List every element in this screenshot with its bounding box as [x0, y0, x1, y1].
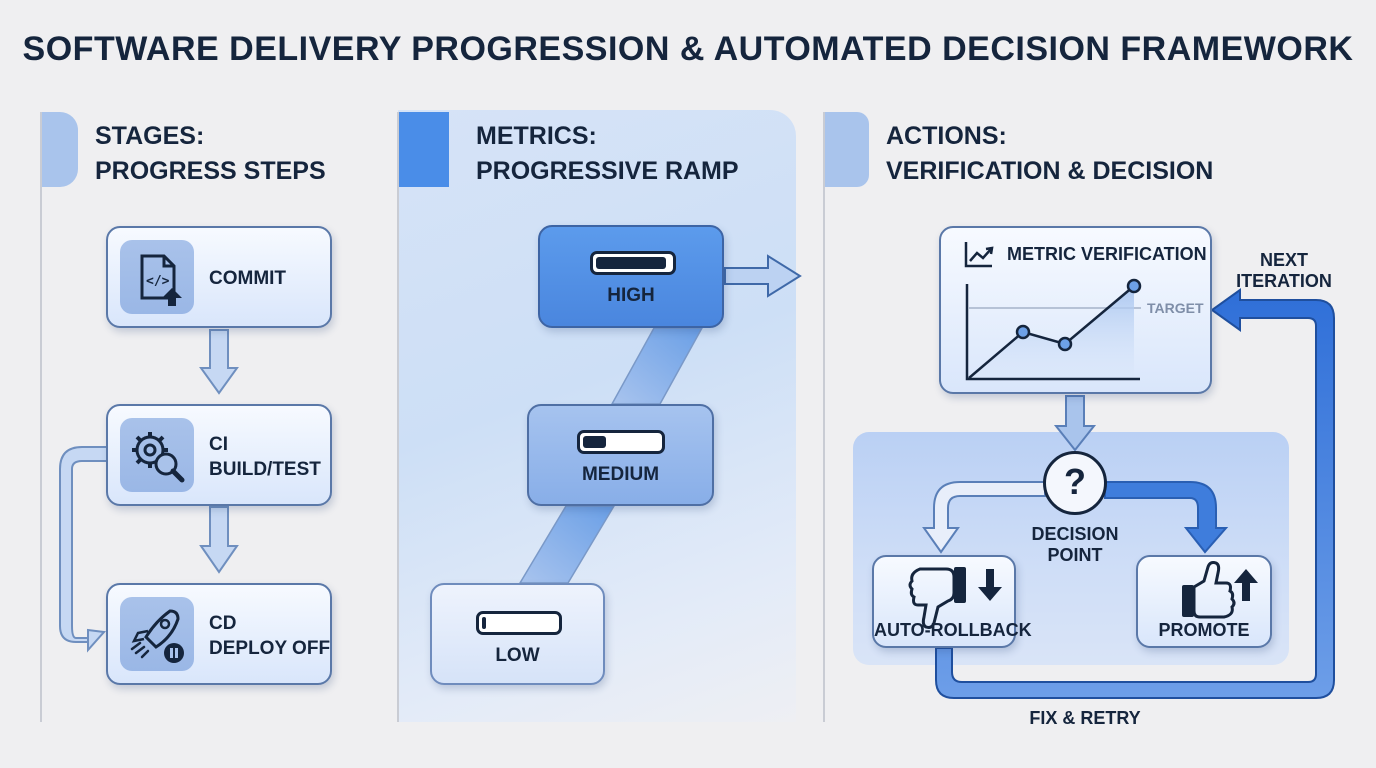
- stage-cd-label-line1: CD: [209, 613, 237, 634]
- decision-label-line1: DECISION: [1031, 524, 1119, 544]
- auto-rollback-label: AUTO-ROLLBACK: [874, 620, 1032, 640]
- metrics-heading-line2: PROGRESSIVE RAMP: [476, 157, 739, 185]
- ci-to-cd-bypass-arrow: [59, 446, 108, 653]
- code-file-upload-icon: </>: [120, 240, 194, 314]
- metric-high-gauge-fill: [596, 257, 667, 269]
- metric-high-box: HIGH: [538, 225, 724, 328]
- next-iteration-line2: ITERATION: [1236, 271, 1332, 291]
- stage-ci-label-line2: BUILD/TEST: [209, 459, 321, 480]
- next-iteration-loop-arrow: [935, 288, 1335, 699]
- stages-heading-line1: STAGES:: [95, 122, 205, 150]
- diagram-title: SOFTWARE DELIVERY PROGRESSION & AUTOMATE…: [22, 30, 1354, 68]
- stage-cd-label: CD DEPLOY OFF: [209, 611, 330, 661]
- stage-cd-box: CD DEPLOY OFF: [106, 583, 332, 685]
- decision-to-rollback-arrow: [922, 481, 1046, 554]
- actions-heading-line1: ACTIONS:: [886, 122, 1007, 150]
- metric-low-label: LOW: [495, 645, 540, 666]
- verification-to-decision-arrow: [1053, 395, 1097, 452]
- verification-title: METRIC VERIFICATION: [1007, 244, 1207, 264]
- trend-point-2: [1057, 336, 1073, 352]
- promote-label: PROMOTE: [1158, 620, 1250, 640]
- gear-search-icon: [120, 418, 194, 492]
- ci-to-cd-arrow: [199, 506, 239, 574]
- stage-ci-box: CI BUILD/TEST: [106, 404, 332, 506]
- actions-column-tab: [825, 112, 869, 187]
- trend-point-1: [1015, 324, 1031, 340]
- decision-label-line2: POINT: [1047, 545, 1103, 565]
- stage-commit-label: COMMIT: [209, 268, 287, 289]
- trend-point-3: [1126, 278, 1142, 294]
- stage-commit-box: </> COMMIT: [106, 226, 332, 328]
- metrics-heading-line1: METRICS:: [476, 122, 597, 150]
- metric-low-box: LOW: [430, 583, 605, 685]
- stage-cd-label-line2: DEPLOY OFF: [209, 638, 331, 659]
- decision-point-label: DECISION POINT: [1025, 524, 1125, 566]
- metric-low-gauge: [476, 611, 562, 635]
- actions-column-line: [823, 112, 825, 722]
- metrics-column-line: [397, 112, 399, 722]
- trend-line: [968, 285, 1135, 379]
- metric-medium-gauge-fill: [583, 436, 606, 448]
- stages-column-tab: [42, 112, 78, 187]
- auto-rollback-box: AUTO-ROLLBACK: [872, 555, 1032, 648]
- stages-heading-line2: PROGRESS STEPS: [95, 157, 326, 185]
- decision-question-icon: ?: [1043, 451, 1107, 515]
- target-label: TARGET: [1147, 300, 1204, 316]
- decision-to-promote-arrow: [1104, 481, 1229, 554]
- stage-ci-label: CI BUILD/TEST: [209, 432, 321, 482]
- high-to-actions-arrow: [724, 254, 802, 298]
- x-axis: [965, 284, 1140, 381]
- stages-heading: STAGES: PROGRESS STEPS: [95, 119, 326, 189]
- stages-column-line: [40, 112, 42, 722]
- thumbs-up-icon: [1182, 561, 1258, 619]
- metric-medium-gauge: [577, 430, 665, 454]
- stage-ci-label-line1: CI: [209, 434, 228, 455]
- metric-verification-box: METRIC VERIFICATION TARGET: [939, 226, 1212, 394]
- metric-high-gauge: [590, 251, 676, 275]
- commit-to-ci-arrow: [199, 329, 239, 395]
- metric-low-gauge-fill: [482, 617, 486, 629]
- actions-heading-line2: VERIFICATION & DECISION: [886, 157, 1214, 185]
- ramp-connector-low-medium: [518, 505, 616, 584]
- ramp-connector-medium-high: [610, 327, 704, 405]
- verification-chart: [964, 242, 1142, 381]
- next-iteration-line1: NEXT: [1259, 250, 1308, 270]
- metrics-heading: METRICS: PROGRESSIVE RAMP: [476, 119, 739, 189]
- svg-text:</>: </>: [146, 274, 170, 289]
- thumbs-down-icon: [908, 567, 1002, 629]
- next-iteration-label: NEXT ITERATION: [1236, 250, 1332, 292]
- fix-retry-label: FIX & RETRY: [1029, 708, 1141, 728]
- metric-medium-box: MEDIUM: [527, 404, 714, 506]
- metric-medium-label: MEDIUM: [581, 464, 660, 485]
- trend-area: [969, 286, 1134, 378]
- metrics-column-tab: [399, 112, 449, 187]
- rocket-pause-icon: [120, 597, 194, 671]
- trend-chart-icon: [964, 242, 994, 268]
- actions-heading: ACTIONS: VERIFICATION & DECISION: [886, 119, 1213, 189]
- metric-high-label: HIGH: [607, 285, 655, 306]
- promote-box: PROMOTE: [1136, 555, 1272, 648]
